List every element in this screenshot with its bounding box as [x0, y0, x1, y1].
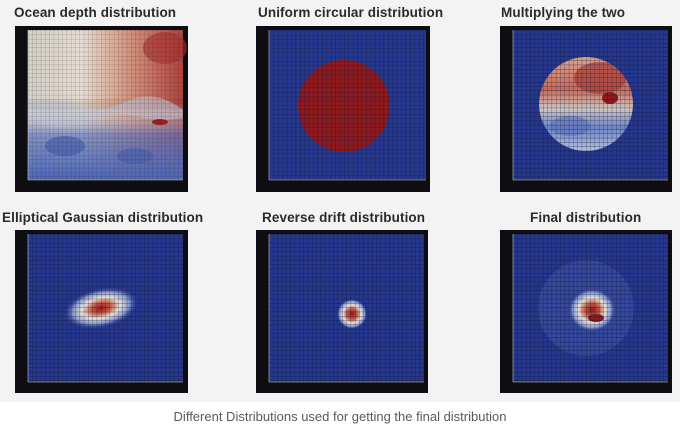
multiplying-plot: [500, 26, 672, 192]
panel-title-multiplying: Multiplying the two: [501, 5, 626, 20]
uniform-circular-plot: [256, 26, 430, 192]
figure-caption: Different Distributions used for getting…: [0, 402, 680, 432]
elliptical-gaussian-plot: [15, 230, 188, 393]
panel-title-ocean-depth: Ocean depth distribution: [14, 5, 177, 20]
reverse-drift-plot: [256, 230, 428, 393]
panel-title-elliptical-gaussian: Elliptical Gaussian distribution: [2, 210, 204, 225]
panel-title-reverse-drift: Reverse drift distribution: [262, 210, 426, 225]
ocean-depth-plot: [15, 26, 188, 192]
panel-title-final: Final distribution: [530, 210, 642, 225]
panel-title-uniform-circular: Uniform circular distribution: [258, 5, 444, 20]
final-distribution-plot: [500, 230, 672, 393]
